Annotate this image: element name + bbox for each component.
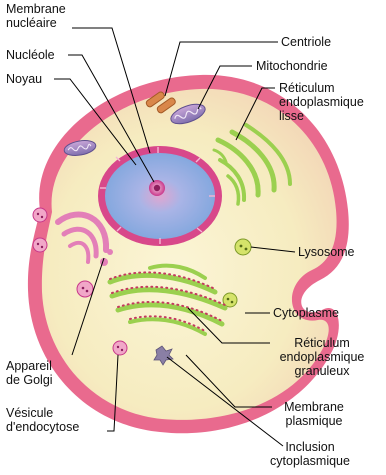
label-nucleole: Nucléole [6,48,55,62]
label-inclusion: Inclusion cytoplasmique [250,440,370,468]
label-noyau: Noyau [6,72,42,86]
label-lysosome: Lysosome [298,245,355,259]
label-vesicule: Vésicule d'endocytose [6,406,79,434]
label-mitochondrie: Mitochondrie [256,59,328,73]
label-cytoplasme: Cytoplasme [273,306,339,320]
label-membrane-nucleaire: Membrane nucléaire [6,2,66,30]
label-reticulum-lisse: Réticulum endoplasmique lisse [279,81,364,123]
label-centriole: Centriole [281,35,331,49]
label-membrane-plasmique: Membrane plasmique [274,400,354,428]
label-reticulum-granuleux: Réticulum endoplasmique granuleux [272,336,372,378]
label-golgi: Appareil de Golgi [6,359,53,387]
nucleus [98,146,222,246]
